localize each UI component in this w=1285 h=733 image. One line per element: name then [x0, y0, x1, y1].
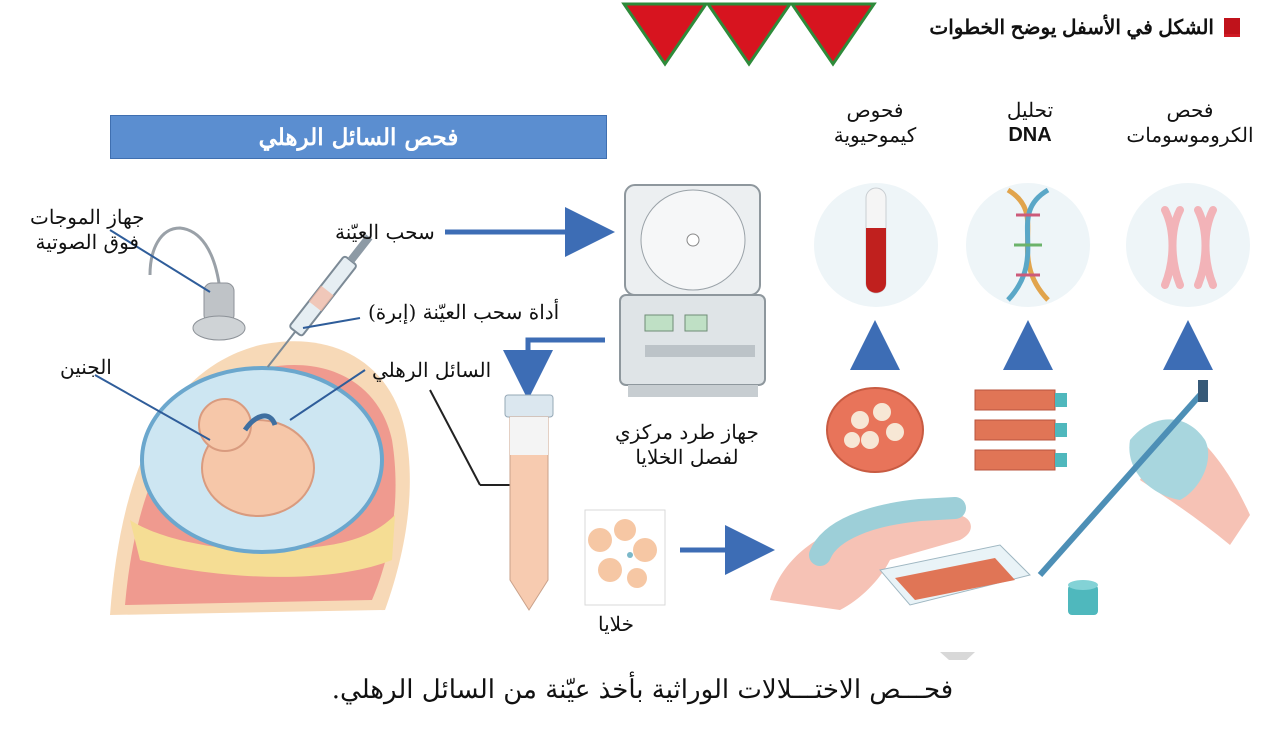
- label-dna-line1: تحليل: [985, 98, 1075, 123]
- cells-panel-icon: [585, 510, 665, 605]
- red-triangle-icon: [792, 4, 874, 64]
- label-ultrasound: جهاز الموجات فوق الصوتية: [30, 205, 145, 255]
- label-biochemical-line2: كيموحيوية: [820, 123, 930, 148]
- biochemical-test-icon: [814, 183, 938, 307]
- pipette-icon: [1040, 380, 1250, 575]
- label-sample-draw: سحب العيّنة: [335, 220, 435, 245]
- label-chromosome: فحص الكروموسومات: [1120, 98, 1260, 148]
- label-ultrasound-line1: جهاز الموجات: [30, 205, 145, 230]
- red-triangle-icon: [708, 4, 790, 64]
- label-needle: أداة سحب العيّنة (إبرة): [368, 300, 559, 325]
- arrow-to-tube: [528, 340, 605, 380]
- label-dna-line2: DNA: [985, 123, 1075, 148]
- section-heading: الشكل في الأسفل يوضح الخطوات: [929, 10, 1240, 44]
- sample-tube-icon: [505, 395, 553, 610]
- label-dna: تحليل DNA: [985, 98, 1075, 148]
- label-centrifuge-line2: لفصل الخلايا: [615, 445, 759, 470]
- label-cells: خلايا: [598, 612, 634, 637]
- dna-analysis-icon: [966, 183, 1090, 307]
- label-amniotic-fluid: السائل الرهلي: [372, 358, 491, 383]
- amniocentesis-illustration: [0, 60, 1285, 660]
- label-ultrasound-line2: فوق الصوتية: [30, 230, 145, 255]
- label-centrifuge-line1: جهاز طرد مركزي: [615, 420, 759, 445]
- label-biochemical: فحوص كيموحيوية: [820, 98, 930, 148]
- chromosome-test-icon: [1126, 183, 1250, 307]
- label-chromosome-line1: فحص: [1120, 98, 1260, 123]
- label-chromosome-line2: الكروموسومات: [1120, 123, 1260, 148]
- watermark-triangle-icon: [940, 652, 975, 660]
- red-square-bullet-icon: [1224, 18, 1240, 37]
- red-triangles-decoration: [620, 0, 880, 68]
- label-biochemical-line1: فحوص: [820, 98, 930, 123]
- centrifuge-icon: [620, 185, 765, 397]
- red-triangle-icon: [624, 4, 706, 64]
- label-fetus: الجنين: [60, 355, 112, 380]
- petri-dish-icon: [827, 388, 923, 472]
- figure-caption: فحـــص الاختـــلالات الوراثية بأخذ عيّنة…: [0, 675, 1285, 705]
- label-centrifuge: جهاز طرد مركزي لفصل الخلايا: [615, 420, 759, 470]
- flask-stack-icon: [975, 390, 1067, 470]
- vial-icon: [1068, 580, 1098, 615]
- heading-text: الشكل في الأسفل يوضح الخطوات: [929, 15, 1214, 40]
